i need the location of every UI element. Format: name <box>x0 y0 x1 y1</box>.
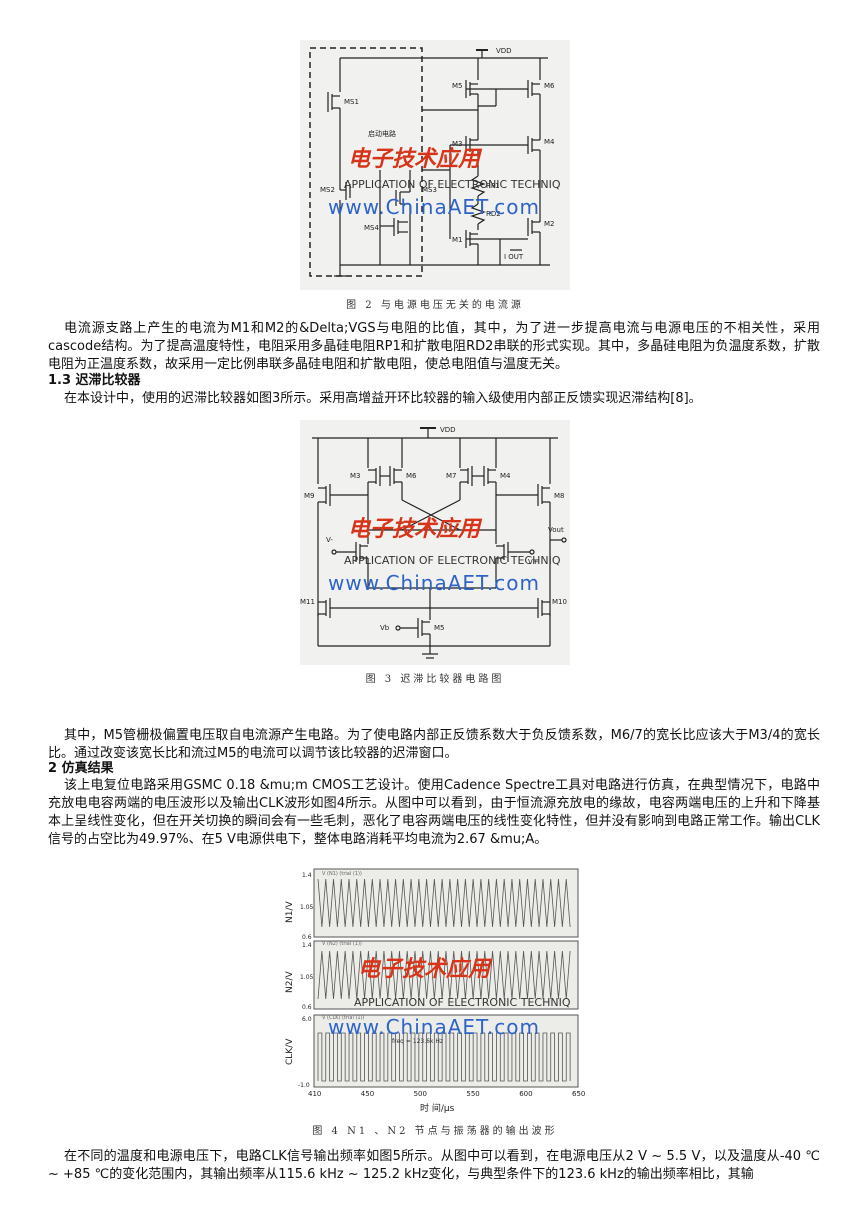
watermark-en-1: APPLICATION OF ELECTRONIC TECHNIQUE <box>344 178 560 191</box>
fig2-label-startup: 启动电路 <box>368 129 396 138</box>
fig4-ytick-n1-bot: 0.6 <box>302 934 312 941</box>
heading-1-3: 1.3 迟滞比较器 <box>48 373 141 388</box>
fig2-label-iout: I OUT <box>504 253 524 261</box>
watermark-en-3: APPLICATION OF ELECTRONIC TECHNIQUE <box>354 996 570 1009</box>
fig3-label-vb: Vb <box>380 624 390 632</box>
fig4-xlabel: 时 间/μs <box>420 1102 455 1114</box>
fig2-label-rd2: RD2 <box>486 210 501 218</box>
figure-3: VDD M9 M8 M3 M6 M7 M4 V- V+ Vout M11 M10… <box>300 420 570 665</box>
fig4-legend-n1: V (N1) (trial (1)) <box>322 871 362 877</box>
figure-4-caption: 图 4 N1 、N2 节点与振荡器的输出波形 <box>312 1126 558 1137</box>
fig4-ylabel-n2: N2/V <box>285 971 295 993</box>
figure-2-caption: 图 2 与电源电压无关的电流源 <box>346 300 524 311</box>
fig2-label-m2: M2 <box>544 220 555 228</box>
watermark-fig3: 电子技术应用 APPLICATION OF ELECTRONIC TECHNIQ… <box>328 516 560 595</box>
fig3-label-vminus: V- <box>326 536 333 544</box>
watermark-fig2: 电子技术应用 APPLICATION OF ELECTRONIC TECHNIQ… <box>328 146 560 219</box>
fig3-label-m7: M7 <box>446 472 457 480</box>
fig3-label-vdd: VDD <box>440 426 456 434</box>
fig4-legend-clk: V (CLK) (trial (1)) <box>322 1015 365 1021</box>
watermark-cn-3: 电子技术应用 <box>358 956 493 982</box>
fig2-label-m1: M1 <box>452 236 463 244</box>
fig4-ytick-n2-mid: 1.05 <box>300 974 314 981</box>
fig3-label-m8: M8 <box>554 492 565 500</box>
fig2-label-ms4: MS4 <box>364 224 379 232</box>
fig3-label-m3: M3 <box>350 472 361 480</box>
fig4-xtick: 500 <box>414 1090 427 1098</box>
fig2-label-ms1: MS1 <box>344 98 359 106</box>
heading-2: 2 仿真结果 <box>48 761 114 776</box>
watermark-url-2: www.ChinaAET.com <box>328 571 540 595</box>
fig3-label-vout: Vout <box>548 526 564 534</box>
fig4-ylabel-n1: N1/V <box>285 901 295 923</box>
watermark-cn-1: 电子技术应用 <box>348 146 483 172</box>
fig3-label-m9: M9 <box>304 492 315 500</box>
fig4-xtick: 410 <box>308 1090 321 1098</box>
fig4-xtick: 650 <box>572 1090 585 1098</box>
figure-2-schematic: VDD MS1 MS2 MS3 MS4 启动电路 M5 M6 M3 M4 RP1… <box>309 47 555 277</box>
fig4-ytick-clk-bot: -1.0 <box>298 1082 310 1089</box>
figure-3-caption: 图 3 迟滞比较器电路图 <box>365 674 505 685</box>
watermark-url-3: www.ChinaAET.com <box>328 1015 540 1039</box>
fig2-label-ms2: MS2 <box>320 186 335 194</box>
paragraph-frequency: 在不同的温度和电源电压下，电路CLK信号输出频率如图5所示。从图中可以看到，在电… <box>48 1149 820 1182</box>
fig2-label-m4: M4 <box>544 138 555 146</box>
fig2-label-ms3: MS3 <box>422 186 437 194</box>
fig3-label-m4: M4 <box>500 472 511 480</box>
fig3-label-m6: M6 <box>406 472 417 480</box>
fig4-ylabel-clk: CLK/V <box>285 1038 295 1065</box>
fig3-label-vplus: V+ <box>528 558 539 566</box>
figure-4: 410 450 500 550 600 650 时 间/μs N1/V N2/V CLK/… <box>280 865 590 1115</box>
fig2-label-m6: M6 <box>544 82 555 90</box>
fig2-label-m5: M5 <box>452 82 463 90</box>
fig4-legend-n2: V (N2) (trial (1)) <box>322 941 362 947</box>
fig2-label-rp1: RP1 <box>486 182 500 190</box>
fig3-label-m11: M11 <box>300 598 315 606</box>
figure-4-waveforms: 410 450 500 550 600 650 时 间/μs N1/V N2/V CLK/… <box>285 868 585 1114</box>
fig3-label-m10: M10 <box>552 598 567 606</box>
fig2-label-vdd: VDD <box>496 47 512 55</box>
figure-3-schematic: VDD M9 M8 M3 M6 M7 M4 V- V+ Vout M11 M10… <box>300 426 567 659</box>
paragraph-simulation: 该上电复位电路采用GSMC 0.18 &mu;m CMOS工艺设计。使用Cade… <box>48 778 820 847</box>
fig4-annotation-freq: freq = 123.6k Hz <box>392 1038 443 1045</box>
figure-2: VDD MS1 MS2 MS3 MS4 启动电路 M5 M6 M3 M4 RP1… <box>300 40 570 290</box>
watermark-en-2: APPLICATION OF ELECTRONIC TECHNIQUE <box>344 554 560 567</box>
paragraph-current-source: 电流源支路上产生的电流为M1和M2的&Delta;VGS与电阻的比值，其中，为了… <box>48 321 820 372</box>
watermark-cn-2: 电子技术应用 <box>348 516 483 542</box>
fig4-ytick-clk-top: 6.0 <box>302 1016 312 1023</box>
fig4-waveform-0 <box>317 878 571 928</box>
fig4-ytick-n2-bot: 0.6 <box>302 1004 312 1011</box>
fig4-ytick-n2-top: 1.4 <box>302 942 312 949</box>
watermark-fig4: 电子技术应用 APPLICATION OF ELECTRONIC TECHNIQ… <box>328 956 570 1039</box>
fig4-xtick: 600 <box>519 1090 532 1098</box>
fig4-ytick-n1-mid: 1.05 <box>300 904 314 911</box>
paragraph-comparator-intro: 在本设计中，使用的迟滞比较器如图3所示。采用高增益开环比较器的输入级使用内部正反… <box>64 391 702 406</box>
watermark-url-1: www.ChinaAET.com <box>328 195 540 219</box>
fig3-label-m5: M5 <box>434 624 445 632</box>
fig4-waveform-1 <box>317 950 571 1000</box>
fig4-xtick: 550 <box>466 1090 479 1098</box>
fig2-label-m3: M3 <box>452 140 463 148</box>
fig4-xtick: 450 <box>361 1090 374 1098</box>
fig4-waveform-2 <box>317 1032 571 1082</box>
paragraph-m5-bias: 其中，M5管栅极偏置电压取自电流源产生电路。为了使电路内部正反馈系数大于负反馈系… <box>48 728 820 761</box>
fig4-ytick-n1-top: 1.4 <box>302 872 312 879</box>
